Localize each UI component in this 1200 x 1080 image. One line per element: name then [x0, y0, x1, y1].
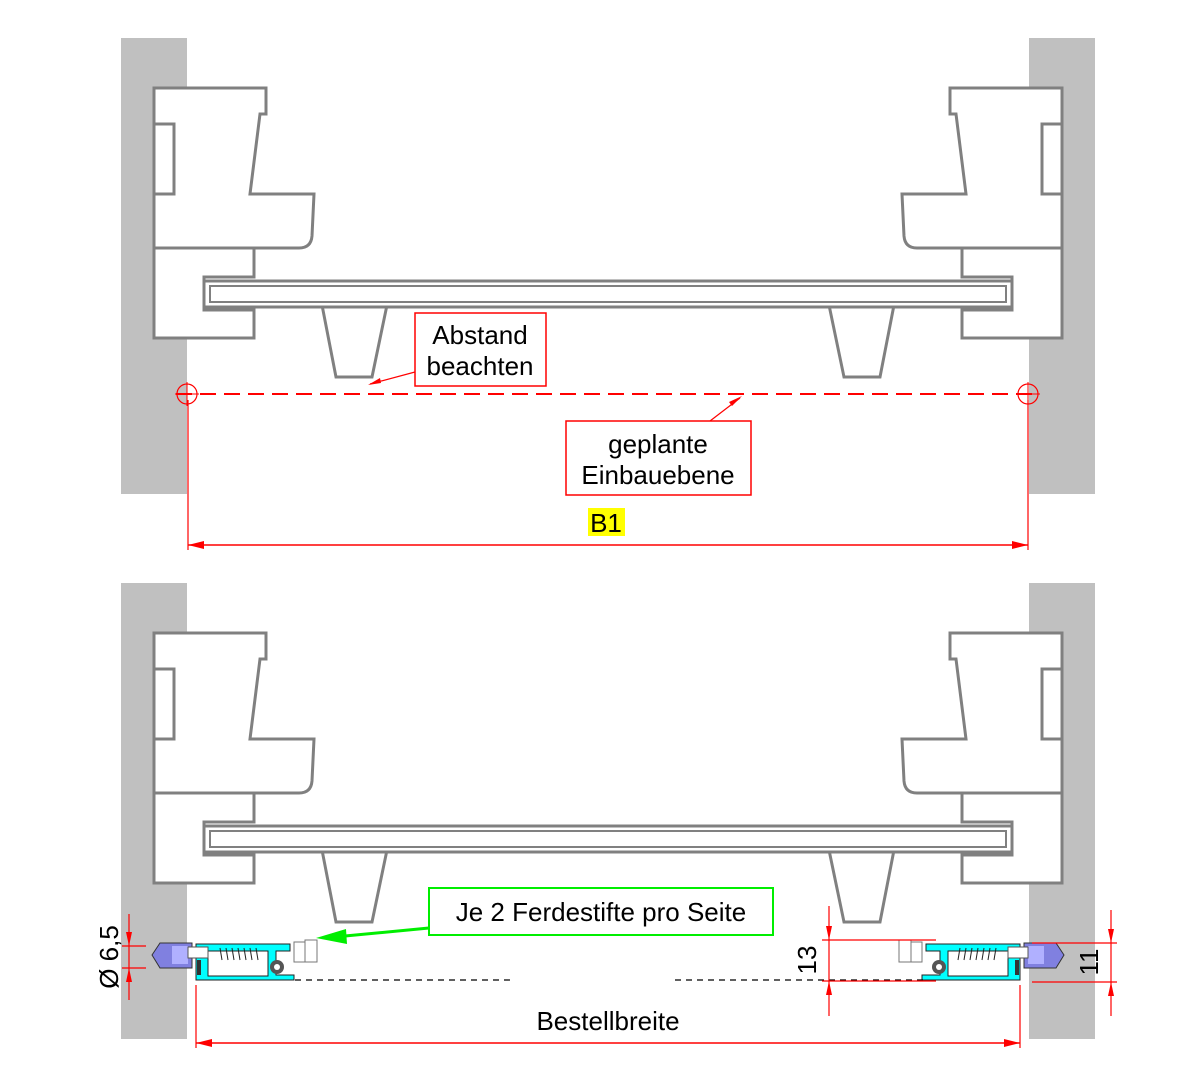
bottom-view: Je 2 Ferdestifte pro Seite Ø 6,5 13 11 B… — [94, 583, 1117, 1048]
note-distance-line1: Abstand — [432, 320, 527, 350]
order-width-label: Bestellbreite — [536, 1006, 679, 1036]
dimension-diameter — [122, 914, 146, 1000]
dimension-b1-label: B1 — [590, 508, 622, 538]
note-plane-line1: geplante — [608, 429, 708, 459]
dim-13-label: 13 — [792, 946, 822, 975]
note-distance-box — [414, 312, 547, 387]
top-view: Abstand beachten geplante Einbauebene B1 — [121, 38, 1095, 550]
note-pins-box — [428, 887, 774, 936]
installation-plane-line — [175, 382, 1040, 406]
dimension-b1: B1 — [187, 400, 1029, 550]
note-pins-label: Je 2 Ferdestifte pro Seite — [456, 897, 746, 927]
diameter-label: Ø 6,5 — [94, 925, 124, 989]
dim-11-label: 11 — [1074, 949, 1104, 976]
note-plane-box — [565, 420, 752, 496]
note-plane-line2: Einbauebene — [581, 460, 734, 490]
note-distance-line2: beachten — [427, 351, 534, 381]
